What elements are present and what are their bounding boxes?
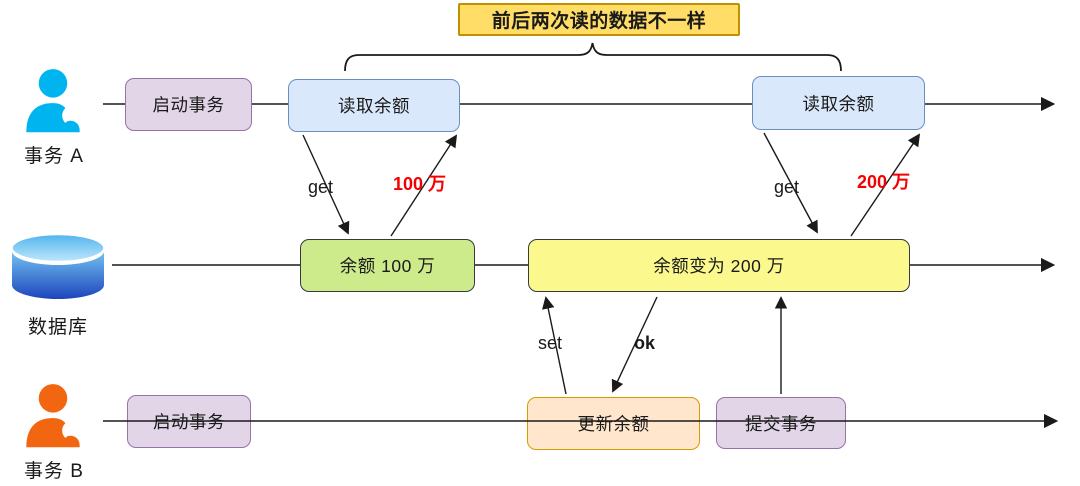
arrow-result2 [850, 133, 921, 237]
node-a-read-balance-1: 读取余额 [288, 79, 460, 132]
lane-db-label: 数据库 [27, 317, 88, 338]
edge-label-result1: 100 万 [393, 174, 447, 194]
edge-label-set: set [538, 333, 563, 353]
database-icon [10, 232, 106, 299]
lane-b-label: 事务 B [24, 461, 84, 482]
edge-label-get2: get [774, 177, 800, 197]
edge-label-get1: get [308, 177, 334, 197]
node-a-read-balance-2: 读取余额 [752, 76, 925, 130]
person-a-icon [26, 69, 80, 133]
arrow-ok [611, 296, 658, 393]
overbrace [344, 42, 842, 72]
node-db-balance-100: 余额 100 万 [300, 239, 475, 292]
actor-a [22, 66, 84, 136]
node-a-start-transaction: 启动事务 [125, 78, 252, 131]
annotation-banner: 前后两次读的数据不一样 [458, 3, 740, 36]
edge-label-ok: ok [634, 333, 656, 353]
actor-b [22, 381, 84, 451]
person-b-icon [26, 384, 80, 448]
arrow-set [542, 296, 567, 395]
node-b-update-balance: 更新余额 [527, 397, 700, 450]
arrow-get2 [763, 132, 818, 234]
arrow-get1 [302, 134, 350, 235]
node-db-balance-200: 余额变为 200 万 [528, 239, 910, 292]
lane-a-label: 事务 A [24, 146, 84, 167]
edge-label-result2: 200 万 [857, 172, 911, 192]
arrow-result1 [390, 134, 458, 237]
node-b-commit-transaction: 提交事务 [716, 397, 846, 449]
actor-db [8, 232, 108, 305]
